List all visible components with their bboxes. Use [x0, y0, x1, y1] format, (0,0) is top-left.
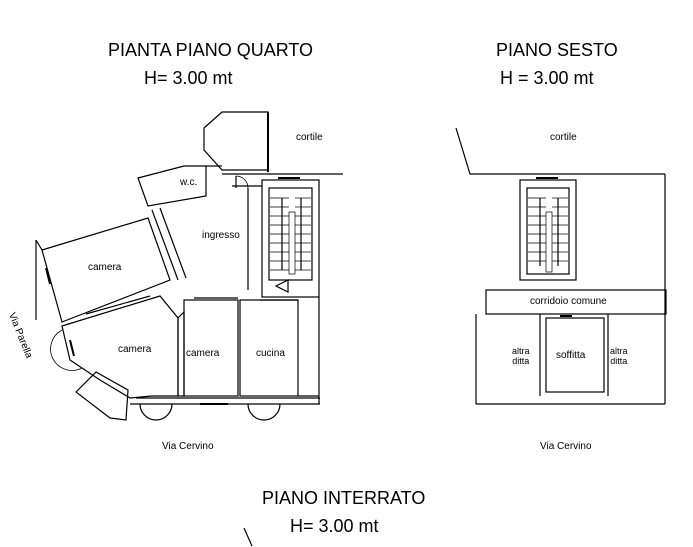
- plan6-room-altra-right-line2: ditta: [610, 356, 628, 366]
- plan4-room-camera-lower: camera: [118, 344, 152, 355]
- plan6-title: PIANO SESTO: [496, 40, 618, 60]
- plan6-room-altra-left-line1: altra: [512, 346, 530, 356]
- plan6-room-soffitta: soffitta: [556, 350, 586, 361]
- planB-height: H= 3.00 mt: [290, 516, 379, 536]
- plan4-room-cortile: cortile: [296, 132, 323, 143]
- plan4-room-camera-upper: camera: [88, 262, 122, 273]
- plan4-title: PIANTA PIANO QUARTO: [108, 40, 314, 60]
- plan6-street-bottom: Via Cervino: [540, 441, 592, 452]
- plan6-room-altra-left: altra ditta: [512, 346, 530, 366]
- plan4-height: H= 3.00 mt: [144, 68, 233, 88]
- plan6-walls: [455, 127, 667, 405]
- plan6-room-cortile: cortile: [550, 132, 577, 143]
- plan4-walls: [35, 111, 343, 421]
- planB-title: PIANO INTERRATO: [262, 488, 426, 508]
- plan6-room-corridoio: corridoio comune: [530, 296, 607, 307]
- plan4-street-bottom: Via Cervino: [162, 441, 214, 452]
- plan6-room-altra-left-line2: ditta: [512, 356, 530, 366]
- plan4-room-wc: w.c.: [180, 177, 198, 188]
- plan4-room-cucina: cucina: [256, 348, 285, 359]
- plan6-room-altra-right: altra ditta: [610, 346, 628, 366]
- plan6-height: H = 3.00 mt: [500, 68, 594, 88]
- planB-wall-fragment: [243, 527, 253, 547]
- plan4-room-ingresso: ingresso: [202, 230, 240, 241]
- plan6-room-altra-right-line1: altra: [610, 346, 628, 356]
- plan4-room-camera-mid: camera: [186, 348, 220, 359]
